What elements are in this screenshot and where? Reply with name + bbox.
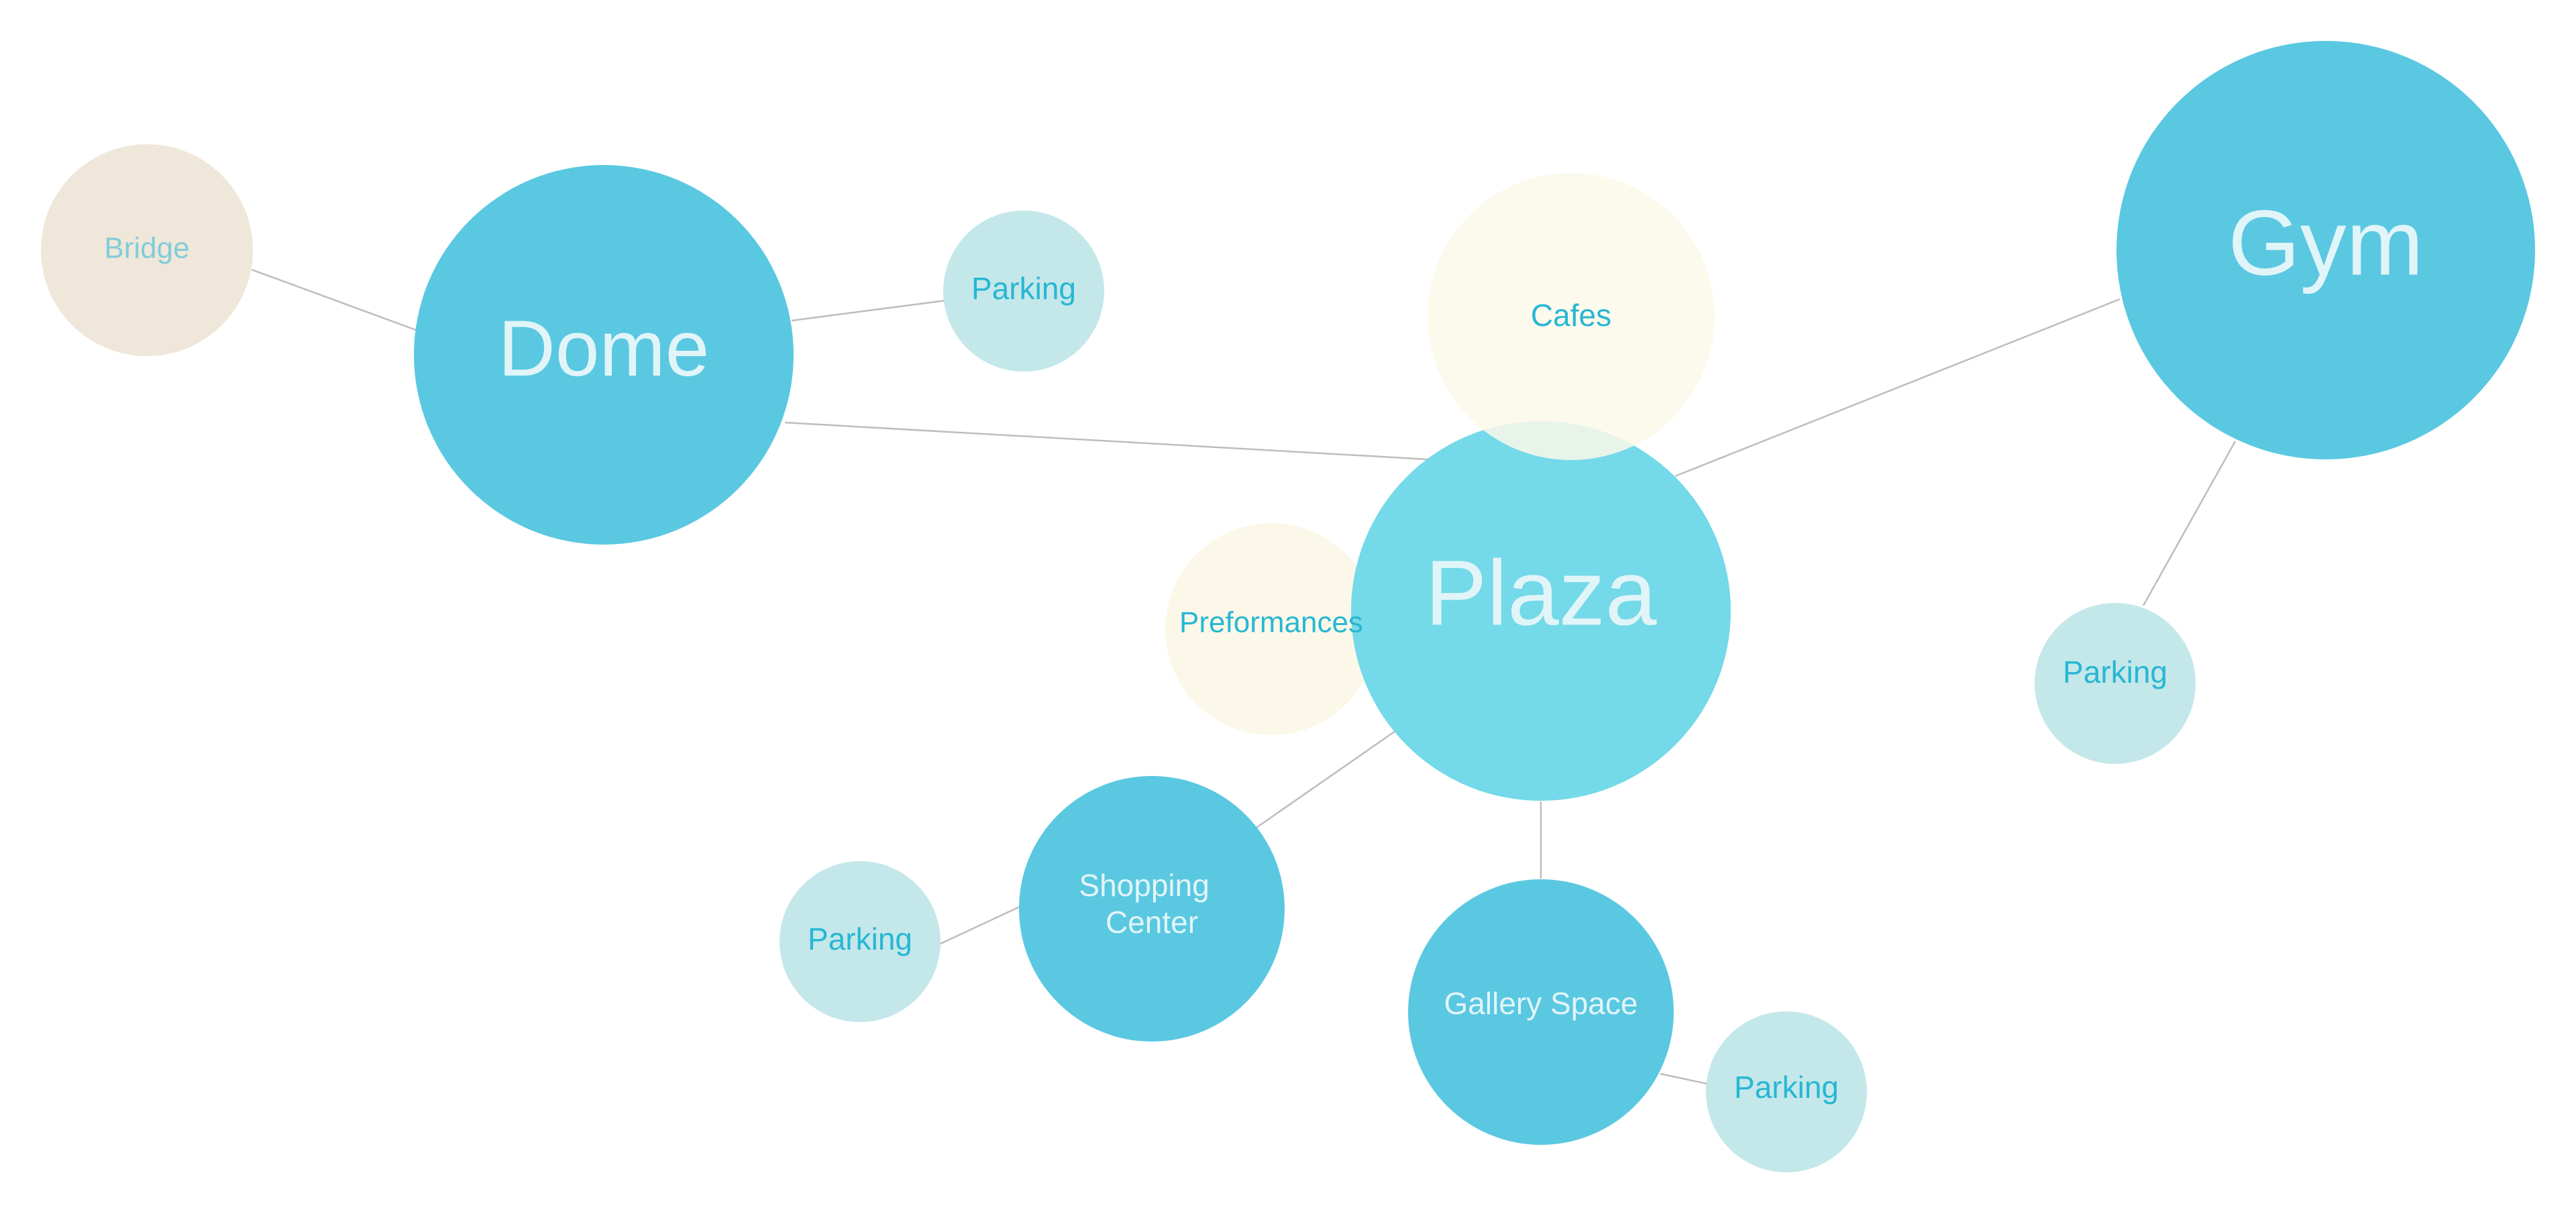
plaza-label: Plaza xyxy=(1425,541,1656,645)
node-parking-dome[interactable]: Parking xyxy=(943,211,1104,372)
gallery-label: Gallery Space xyxy=(1444,986,1638,1021)
shopping-label: Shopping Center xyxy=(1079,868,1218,940)
connector-plaza-gym xyxy=(1674,298,2121,478)
node-parking-gallery[interactable]: Parking xyxy=(1706,1011,1867,1172)
shopping-label-line2: Center xyxy=(1106,905,1198,940)
performances-circle xyxy=(1165,523,1377,735)
node-shopping-center[interactable]: Shopping Center xyxy=(1019,776,1285,1042)
bridge-circle xyxy=(41,144,253,356)
parking-dome-circle xyxy=(943,211,1104,372)
node-performances[interactable] xyxy=(1165,523,1377,735)
node-gym[interactable]: Gym xyxy=(2116,41,2535,459)
connector-dome-plaza xyxy=(784,421,1430,461)
connector-gallery-parking xyxy=(1660,1072,1708,1085)
node-bridge[interactable]: Bridge xyxy=(41,144,253,356)
shopping-circle xyxy=(1019,776,1285,1042)
cafes-label: Cafes xyxy=(1531,298,1611,333)
connector-shopping-parking xyxy=(938,905,1020,946)
parking-shopping-circle xyxy=(780,861,941,1022)
performances-label: Preformances xyxy=(1179,606,1363,639)
gallery-circle xyxy=(1408,879,1674,1145)
parking-gym-circle xyxy=(2035,603,2196,764)
plaza-circle xyxy=(1351,421,1731,801)
parking-gallery-circle xyxy=(1706,1011,1867,1172)
parking-gallery-label: Parking xyxy=(1734,1070,1839,1105)
parking-dome-label: Parking xyxy=(971,271,1076,306)
parking-shopping-label: Parking xyxy=(808,922,912,956)
connector-bridge-dome xyxy=(251,268,417,331)
gym-label: Gym xyxy=(2228,191,2423,294)
connector-dome-parking xyxy=(791,299,947,322)
node-plaza[interactable]: Plaza xyxy=(1351,421,1731,801)
connectors xyxy=(251,268,2237,1085)
node-parking-gym[interactable]: Parking xyxy=(2035,603,2196,764)
dome-label: Dome xyxy=(498,304,710,393)
node-dome[interactable]: Dome xyxy=(414,165,794,545)
node-parking-shopping[interactable]: Parking xyxy=(780,861,941,1022)
bridge-label: Bridge xyxy=(104,232,189,265)
gym-circle xyxy=(2116,41,2535,459)
cafes-circle xyxy=(1428,173,1715,460)
parking-gym-label: Parking xyxy=(2063,655,2167,689)
dome-circle xyxy=(414,165,794,545)
connector-plaza-shopping xyxy=(1254,730,1396,830)
connector-gym-parking xyxy=(2142,441,2237,606)
node-gallery-space[interactable]: Gallery Space xyxy=(1408,879,1674,1145)
shopping-label-line1: Shopping xyxy=(1079,868,1209,903)
node-cafes[interactable]: Cafes xyxy=(1428,173,1715,460)
